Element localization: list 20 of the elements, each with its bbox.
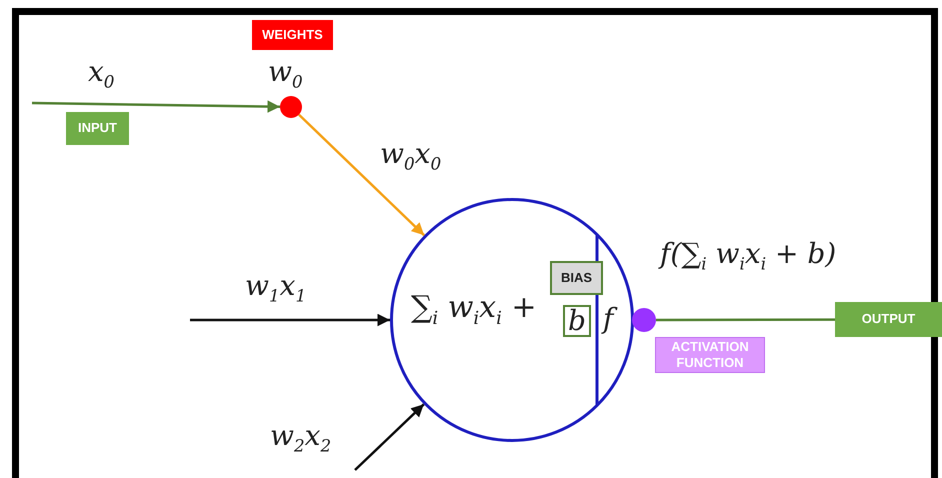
edge-label: f(∑$_{i}$ w$_{i}$x$_{i}$ + b): [660, 240, 836, 272]
input-tag: INPUT: [66, 112, 129, 145]
edge-label: w$_{1}$x$_{1}$: [245, 272, 306, 304]
activation-function-tag: ACTIVATION FUNCTION: [655, 337, 765, 373]
weights-tag: WEIGHTS: [252, 20, 333, 50]
edge-label: w$_{0}$x$_{0}$: [380, 140, 442, 172]
arrow: [32, 100, 280, 113]
arrow: [354, 403, 425, 471]
output-tag: OUTPUT: [835, 302, 942, 337]
edge-label: w$_{2}$x$_{2}$: [270, 422, 332, 454]
arrow: [298, 114, 426, 236]
bias-tag: BIAS: [550, 261, 603, 295]
edge-label: x$_{0}$: [88, 58, 114, 90]
bias-term: b: [563, 305, 591, 337]
weight-symbol: w$_{0}$: [268, 58, 303, 90]
weight-dot: [280, 96, 302, 118]
arrow: [190, 314, 390, 326]
activation-dot: [632, 308, 656, 332]
weighted-sum-formula: ∑$_{i}$ w$_{i}$x$_{i}$ +: [411, 293, 537, 328]
neuron-circle: [390, 198, 634, 442]
